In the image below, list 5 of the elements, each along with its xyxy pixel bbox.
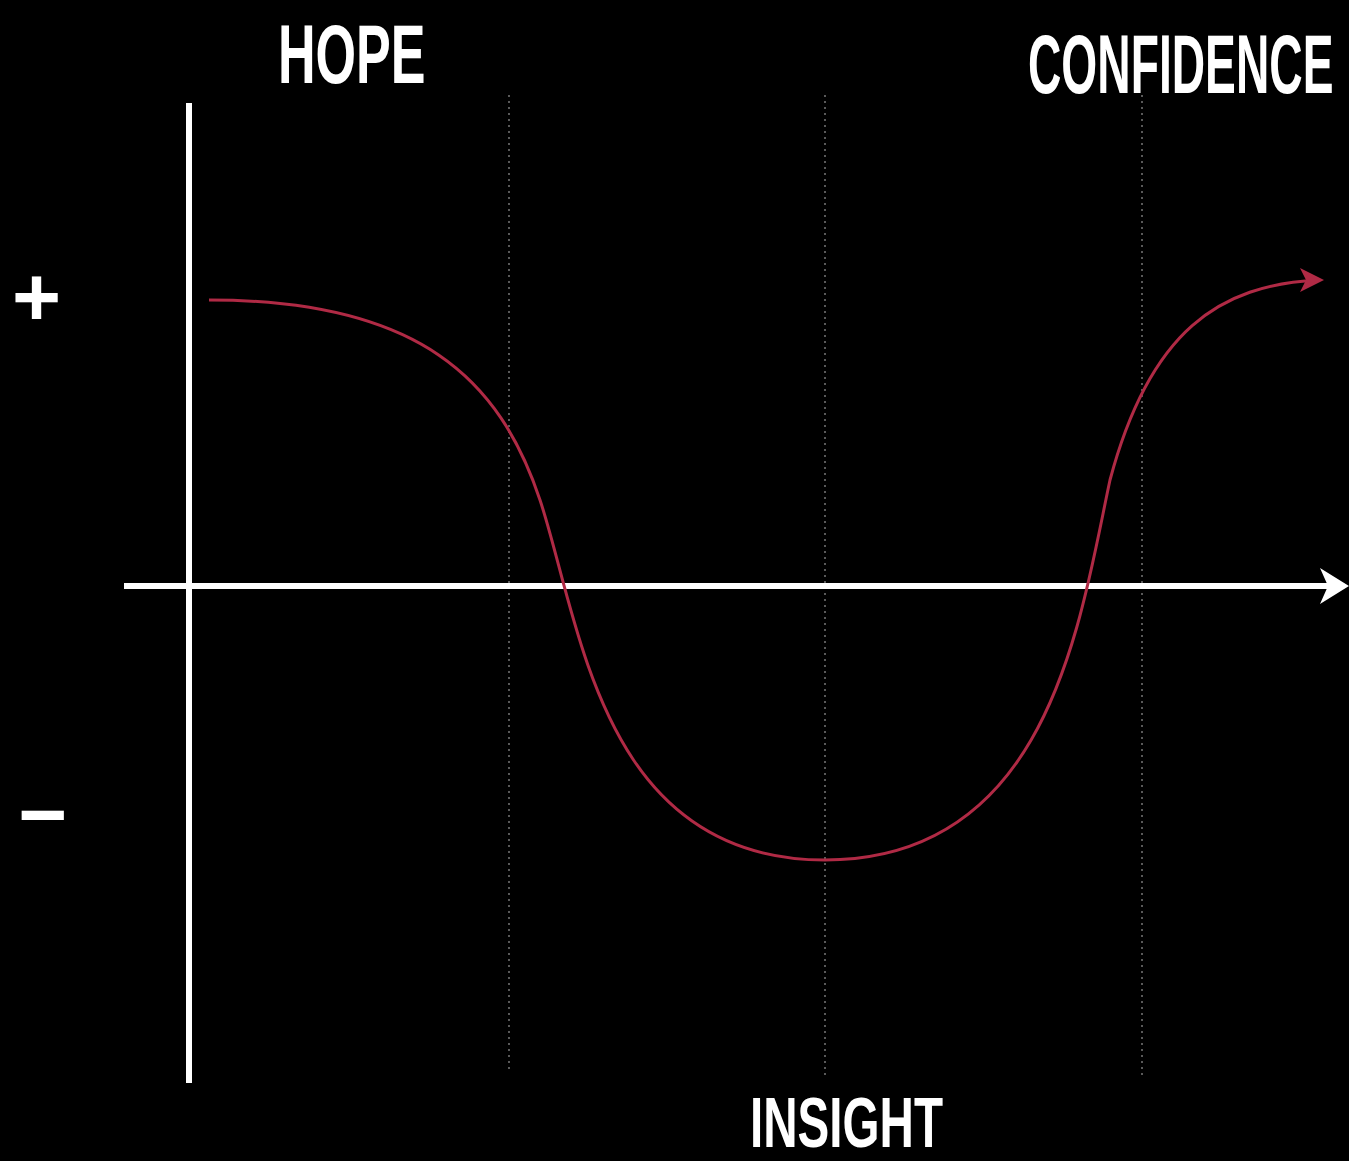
axis-sign: + [12, 255, 62, 339]
axis-sign: − [18, 772, 68, 856]
phase-label: CONFIDENCE [1028, 22, 1334, 106]
phase-label: HOPE [278, 12, 426, 96]
phase-label: INSIGHT [750, 1088, 944, 1158]
